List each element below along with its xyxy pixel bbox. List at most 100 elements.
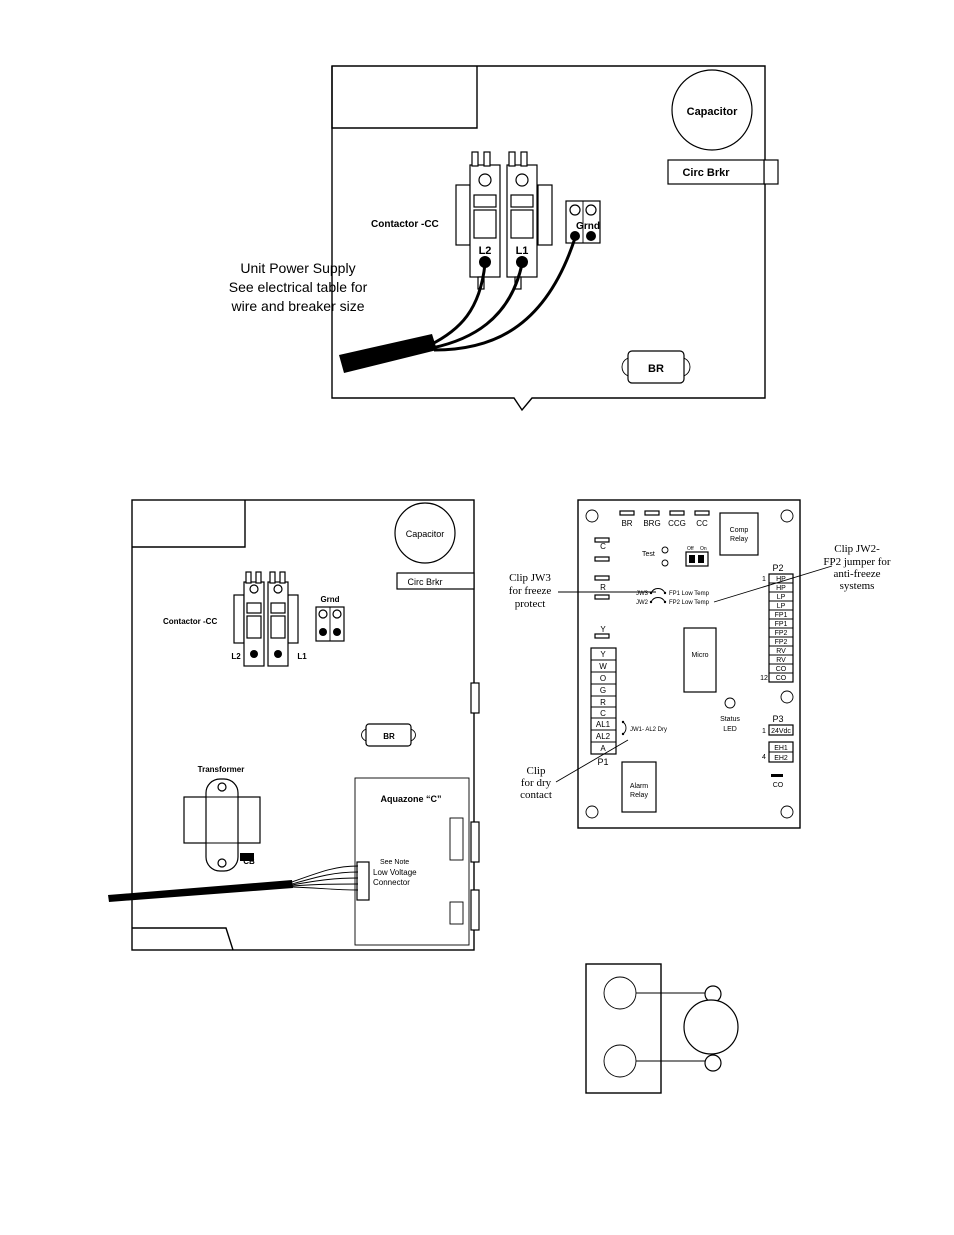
jumper-jw1: JW1- AL2 Dry [621,720,667,736]
svg-text:12: 12 [760,675,768,682]
bottom-blower-relay: BR [361,723,416,747]
svg-text:BR: BR [648,363,664,375]
terminal-c [594,537,610,543]
svg-text:BR: BR [621,519,632,528]
svg-text:LP: LP [777,594,786,601]
svg-text:RV: RV [776,648,786,655]
callout-jw3: Clip JW3 for freeze protect [509,572,656,610]
terminal-c-2 [594,556,610,562]
jumper-detail-schematic [585,963,739,1094]
svg-text:Clip JW3: Clip JW3 [509,572,551,584]
low-voltage-cable [108,865,359,902]
svg-text:CO: CO [776,675,787,682]
svg-text:JW2: JW2 [636,600,649,606]
svg-text:Y: Y [600,650,606,659]
bottom-ground-lug [315,606,345,642]
callout-jw2: Clip JW2- FP2 jumper for anti-freeze sys… [713,543,891,603]
svg-text:Aquazone “C”: Aquazone “C” [380,794,441,804]
svg-text:1: 1 [762,728,766,735]
top-ground-lug: Grnd [565,200,601,244]
aquazone-board-outline: Aquazone “C” See Note Low Voltage Connec… [354,777,470,946]
svg-text:FP1: FP1 [775,621,788,628]
top-power-cable [339,237,577,373]
bottom-circuit-breaker: Circ Brkr [396,572,475,590]
svg-text:Y: Y [600,625,606,634]
svg-text:4: 4 [762,754,766,761]
power-supply-note-line2: See electrical table for [229,279,368,295]
test-label: Test [642,551,655,558]
svg-text:O: O [600,674,606,683]
svg-text:L2: L2 [231,652,241,661]
top-control-box: Capacitor Circ Brkr Contactor -CC [229,65,779,412]
comp-relay: Comp Relay [719,512,759,556]
svg-text:LED: LED [723,726,737,733]
power-supply-note-line1: Unit Power Supply [240,260,355,276]
svg-text:CB: CB [243,857,255,866]
svg-text:FP1 Low Temp: FP1 Low Temp [669,591,710,597]
svg-text:P2: P2 [772,563,783,573]
svg-text:Grnd: Grnd [576,221,600,232]
svg-text:CO: CO [776,666,787,673]
svg-text:Relay: Relay [730,536,748,543]
svg-text:1: 1 [762,576,766,583]
top-capacitor: Capacitor [671,69,753,151]
svg-text:EH1: EH1 [774,745,788,752]
svg-text:FP2: FP2 [775,630,788,637]
svg-text:HP: HP [776,576,786,583]
transformer-label: Transformer [198,765,245,774]
top-circuit-breaker: Circ Brkr [667,159,765,185]
svg-text:R: R [600,583,606,592]
svg-text:Low Voltage: Low Voltage [373,868,417,877]
svg-text:protect: protect [515,598,546,610]
svg-text:AL1: AL1 [596,720,611,729]
svg-text:JW3: JW3 [636,591,649,597]
svg-text:BRG: BRG [643,519,660,528]
svg-text:P1: P1 [597,757,608,767]
transformer: CB [183,778,261,872]
callout-dry-contact: Clip for dry contact [520,739,629,801]
svg-text:Connector: Connector [373,878,410,887]
p1-terminal-strip: Y W O G R C AL1 AL2 A P1 [590,647,617,767]
svg-text:Comp: Comp [730,527,749,534]
svg-text:Micro: Micro [691,652,708,659]
svg-text:FP2: FP2 [775,639,788,646]
svg-text:W: W [599,662,607,671]
svg-text:On: On [700,546,707,552]
terminal-y [594,633,610,639]
svg-text:contact: contact [520,789,552,801]
svg-text:L2: L2 [479,245,492,257]
svg-text:for dry: for dry [521,777,552,789]
svg-text:Capacitor: Capacitor [406,529,445,539]
bottom-capacitor: Capacitor [394,502,456,564]
svg-text:systems: systems [840,580,875,592]
svg-text:FP2 Low Temp: FP2 Low Temp [669,600,710,606]
jumpers-jw3-jw2: JW3 FP1 Low Temp JW2 FP2 Low Temp [636,588,710,606]
svg-text:Off: Off [687,546,694,552]
svg-text:Status: Status [720,716,740,723]
svg-text:C: C [600,542,606,551]
svg-text:RV: RV [776,657,786,664]
svg-text:FP1: FP1 [775,612,788,619]
svg-text:AL2: AL2 [596,732,611,741]
p3-terminal-strip: P3 1 4 24Vdc EH1 EH2 CO [762,714,794,789]
svg-text:Circ Brkr: Circ Brkr [682,167,730,179]
svg-text:FP2 jumper for: FP2 jumper for [823,556,891,568]
svg-text:HP: HP [776,585,786,592]
svg-text:Capacitor: Capacitor [687,106,738,118]
svg-text:L1: L1 [516,245,529,257]
svg-text:CCG: CCG [668,519,686,528]
test-pin [661,559,669,567]
top-contactor: L2 L1 [455,151,553,290]
svg-text:Clip: Clip [527,765,546,777]
svg-text:Circ Brkr: Circ Brkr [408,577,443,587]
svg-text:See Note: See Note [380,859,409,866]
status-led: Status LED [720,697,740,733]
svg-text:A: A [600,744,606,753]
svg-text:24Vdc: 24Vdc [771,728,791,735]
svg-text:CO: CO [773,782,784,789]
svg-text:anti-freeze: anti-freeze [833,568,880,580]
svg-text:P3: P3 [772,714,783,724]
dip-switch: Off On [685,546,709,567]
svg-text:BR: BR [383,732,395,741]
